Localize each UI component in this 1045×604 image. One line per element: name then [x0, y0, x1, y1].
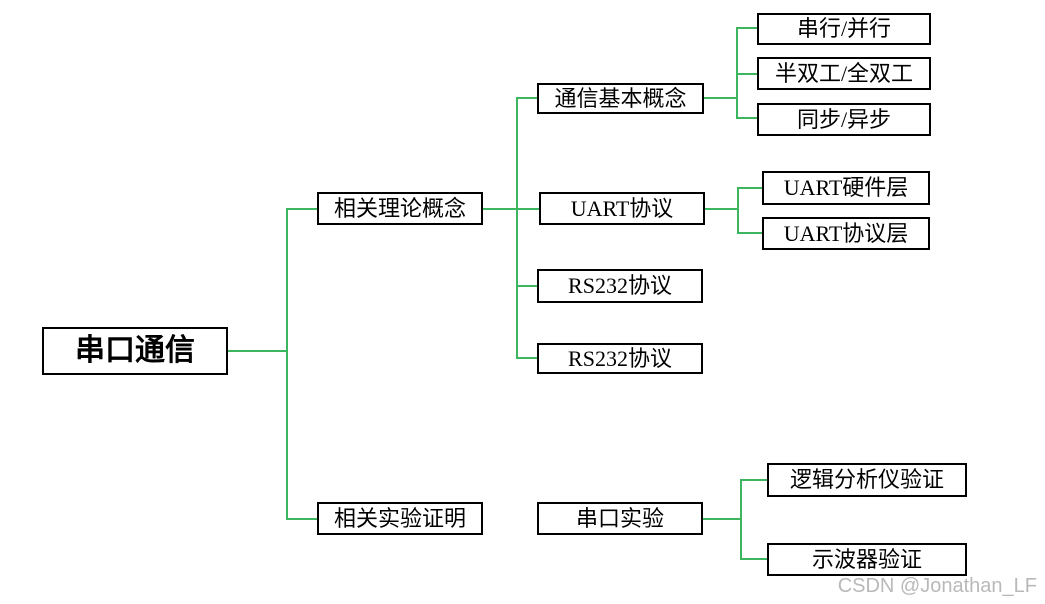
- node-logic-analyzer-verify: 逻辑分析仪验证: [767, 463, 967, 497]
- connector-line: [516, 357, 537, 359]
- node-uart-protocol-layer: UART协议层: [762, 217, 930, 250]
- node-experiment-proof: 相关实验证明: [317, 502, 483, 535]
- connector-line: [516, 285, 537, 287]
- connector-line: [286, 208, 317, 210]
- node-communication-basics: 通信基本概念: [537, 83, 704, 114]
- node-serial-communication: 串口通信: [42, 327, 228, 375]
- connector-line: [737, 187, 739, 234]
- node-serial-parallel: 串行/并行: [757, 13, 931, 45]
- connector-line: [228, 350, 288, 352]
- node-rs232-protocol-2: RS232协议: [537, 343, 703, 374]
- connector-line: [736, 73, 757, 75]
- node-serial-experiment: 串口实验: [537, 502, 703, 535]
- connector-line: [703, 518, 742, 520]
- connector-line: [740, 479, 742, 560]
- connector-line: [286, 518, 317, 520]
- connector-line: [516, 97, 537, 99]
- node-rs232-protocol-1: RS232协议: [537, 269, 703, 303]
- node-uart-hardware-layer: UART硬件层: [762, 171, 930, 205]
- connector-line: [736, 27, 757, 29]
- node-theory-concepts: 相关理论概念: [317, 192, 483, 225]
- connector-line: [286, 208, 288, 519]
- node-oscilloscope-verify: 示波器验证: [767, 543, 967, 576]
- connector-line: [740, 479, 767, 481]
- connector-line: [483, 208, 539, 210]
- node-uart-protocol: UART协议: [539, 192, 705, 225]
- connector-line: [704, 97, 738, 99]
- connector-line: [736, 117, 757, 119]
- csdn-watermark: CSDN @Jonathan_LF: [837, 575, 1037, 597]
- node-sync-async: 同步/异步: [757, 103, 931, 136]
- node-half-full-duplex: 半双工/全双工: [757, 57, 931, 90]
- connector-line: [516, 97, 518, 359]
- connector-line: [740, 558, 767, 560]
- connector-line: [737, 232, 762, 234]
- connector-line: [705, 208, 739, 210]
- connector-line: [737, 187, 762, 189]
